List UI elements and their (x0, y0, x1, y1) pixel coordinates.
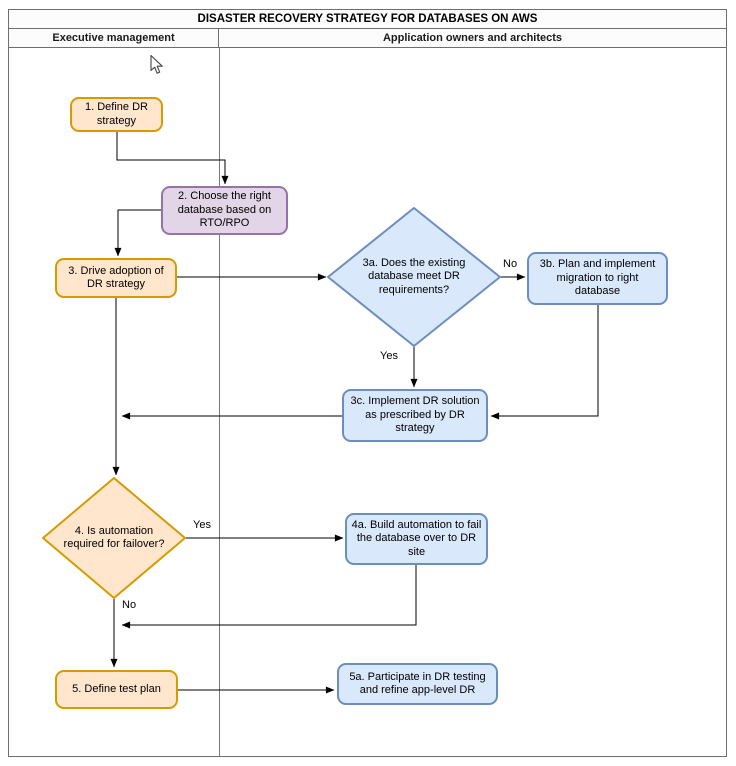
node-label: 3b. Plan and implement migration to righ… (539, 258, 656, 298)
node-build-automation: 4a. Build automation to fail the databas… (345, 513, 488, 565)
edge-label-yes-4: Yes (191, 519, 213, 531)
diagram-title: DISASTER RECOVERY STRATEGY FOR DATABASES… (9, 10, 726, 29)
mouse-cursor-icon (150, 55, 163, 74)
lane-header-application-owners: Application owners and architects (382, 32, 563, 44)
lane-header-executive-management: Executive management (9, 29, 219, 47)
lane-divider (219, 48, 220, 756)
node-label: 1. Define DR strategy (85, 101, 148, 127)
node-label: 4a. Build automation to fail the databas… (351, 518, 482, 558)
edge-label-yes-3a: Yes (378, 350, 400, 362)
node-label: 5. Define test plan (72, 682, 161, 695)
node-choose-right-database: 2. Choose the right database based on RT… (161, 186, 288, 235)
node-drive-adoption: 3. Drive adoption of DR strategy (55, 258, 177, 298)
node-plan-migration: 3b. Plan and implement migration to righ… (527, 252, 668, 305)
edge-label-no-4: No (120, 599, 139, 611)
edge-label-no-3a: No (501, 258, 520, 270)
node-define-test-plan: 5. Define test plan (55, 670, 178, 709)
node-participate-dr-testing: 5a. Participate in DR testing and refine… (337, 663, 498, 705)
node-label: 5a. Participate in DR testing and refine… (349, 670, 486, 696)
node-label: 3. Drive adoption of DR strategy (68, 264, 164, 290)
node-label: 4. Is automation required for failover? (63, 524, 165, 550)
node-define-dr-strategy: 1. Define DR strategy (70, 97, 163, 132)
node-label: 3a. Does the existing database meet DR r… (362, 256, 466, 296)
lane-header-row: Executive management Application owners … (9, 29, 726, 48)
node-label: 2. Choose the right database based on RT… (177, 190, 272, 230)
node-label: 3c. Implement DR solution as prescribed … (350, 395, 480, 435)
node-implement-dr-solution: 3c. Implement DR solution as prescribed … (342, 389, 488, 442)
